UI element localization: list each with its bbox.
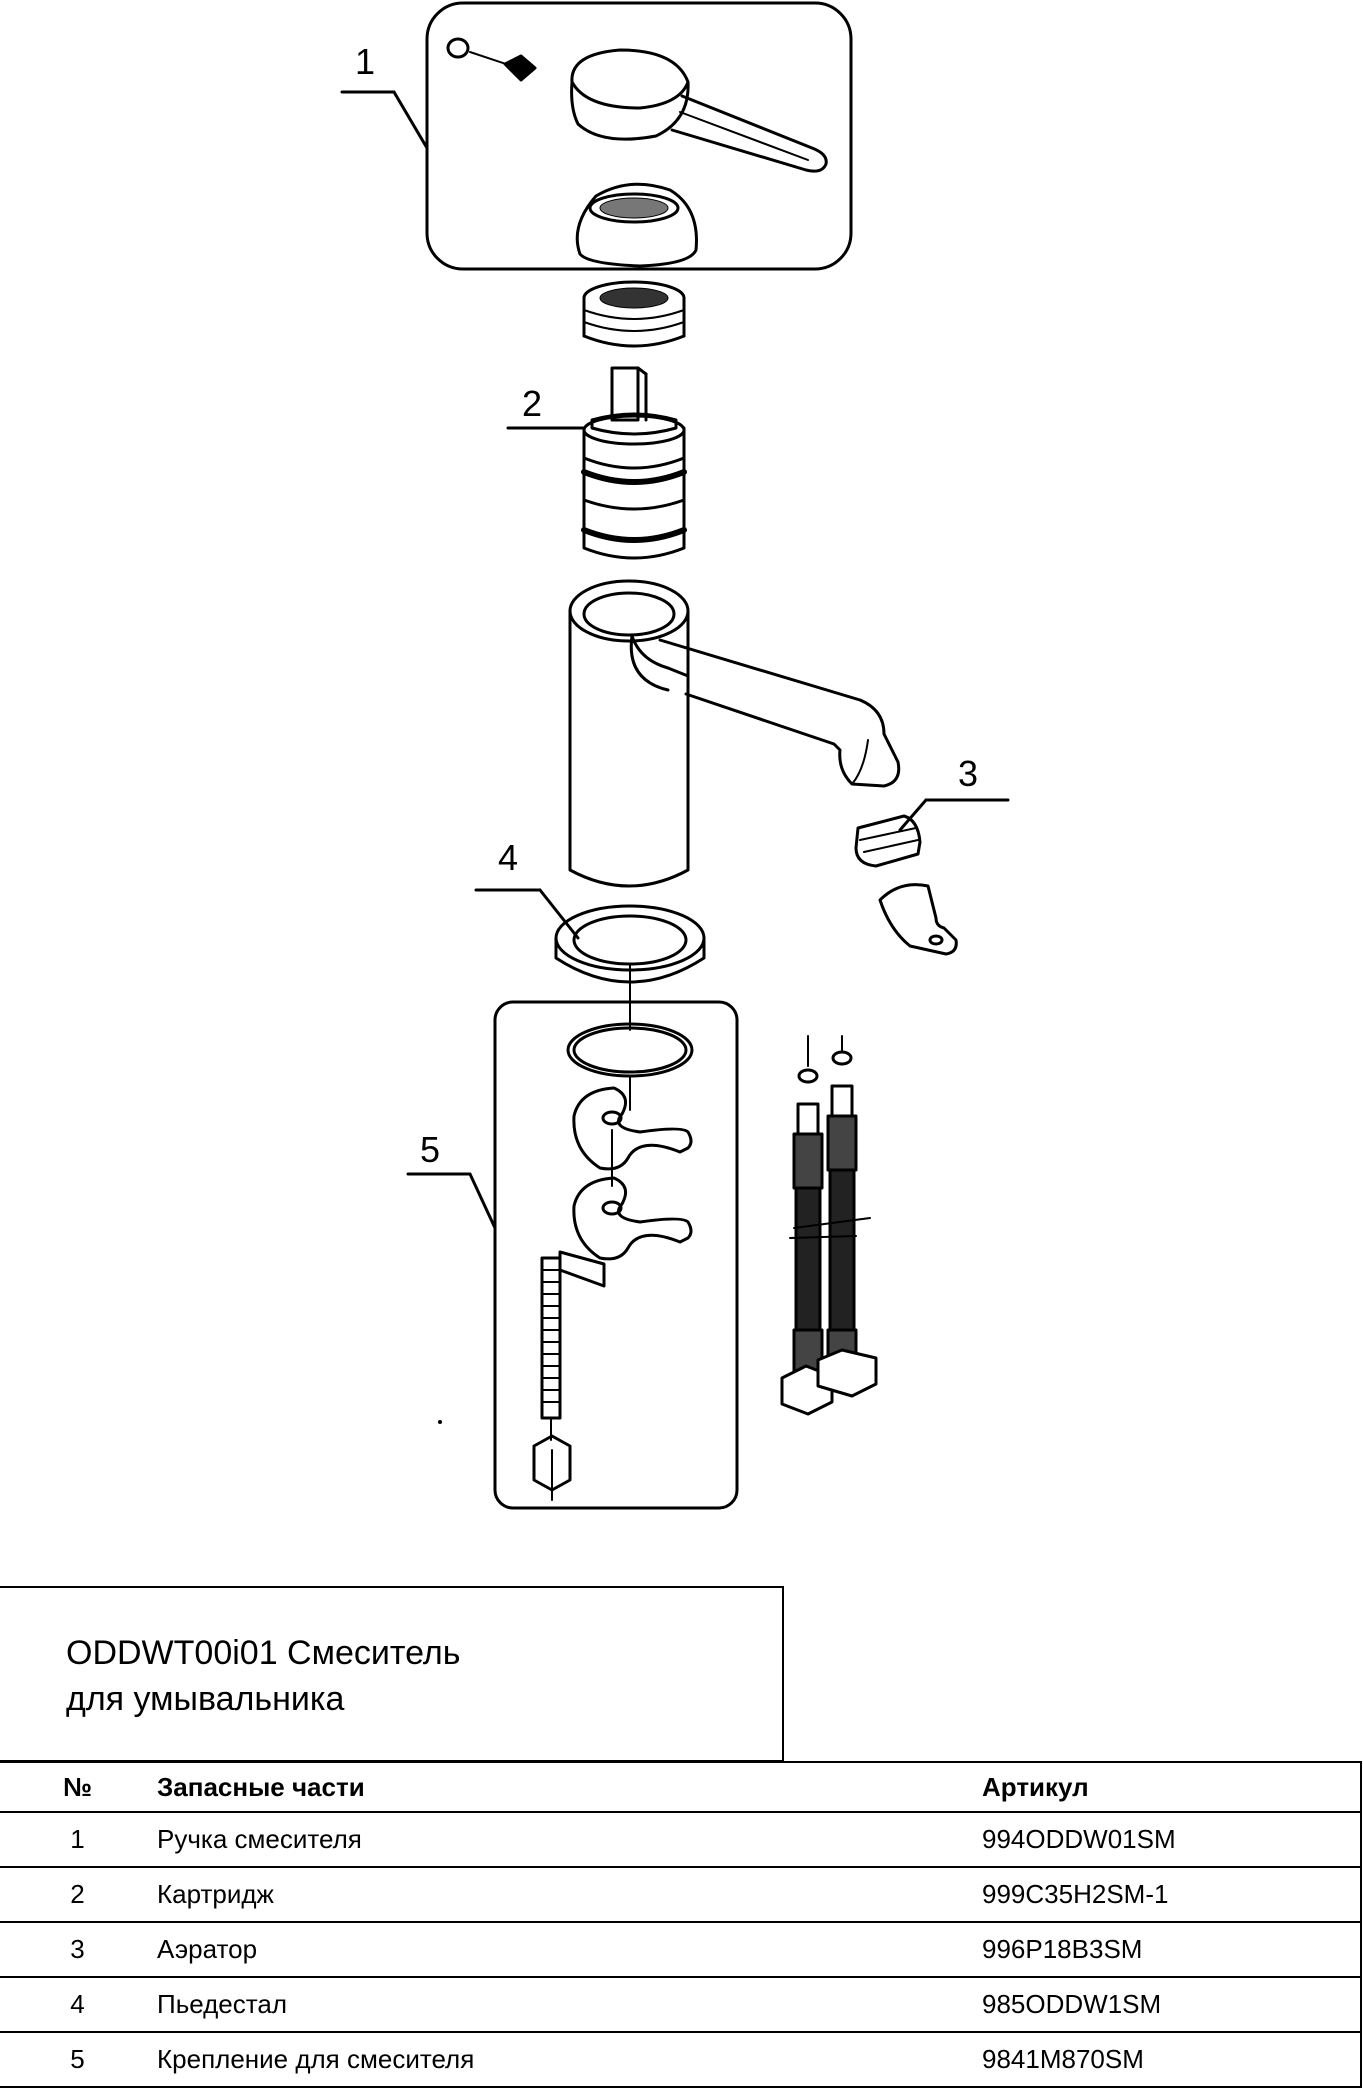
row-article: 996P18B3SM xyxy=(982,1921,1362,1978)
product-title-line1: ODDWT00i01 Смеситель xyxy=(66,1634,461,1672)
spare-parts-table: № Запасные части Артикул 1 Ручка смесите… xyxy=(0,1761,1362,2088)
header-name: Запасные части xyxy=(155,1761,982,1813)
part-5-mounting-kit xyxy=(493,1000,739,1510)
row-number: 1 xyxy=(0,1811,155,1868)
table-row: 3 Аэратор 996P18B3SM xyxy=(0,1921,1362,1978)
part-1-handle-group xyxy=(425,1,853,271)
row-name: Картридж xyxy=(155,1866,982,1923)
row-article: 985ODDW1SM xyxy=(982,1976,1362,2033)
row-number: 2 xyxy=(0,1866,155,1923)
row-name: Ручка смесителя xyxy=(155,1811,982,1868)
row-number: 5 xyxy=(0,2031,155,2088)
row-article: 9841M870SM xyxy=(982,2031,1362,2088)
table-row: 1 Ручка смесителя 994ODDW01SM xyxy=(0,1811,1362,1868)
callout-5: 5 xyxy=(420,1129,440,1170)
row-article: 999C35H2SM-1 xyxy=(982,1866,1362,1923)
row-name: Аэратор xyxy=(155,1921,982,1978)
callout-1: 1 xyxy=(355,41,375,82)
flexible-hoses xyxy=(780,1035,878,1416)
product-title-line2: для умывальника xyxy=(66,1680,345,1718)
exploded-parts-diagram: 1 2 xyxy=(340,1,1010,1510)
callout-4: 4 xyxy=(498,837,518,878)
part-2-cartridge xyxy=(581,366,687,560)
callout-3: 3 xyxy=(958,753,978,794)
header-number: № xyxy=(0,1761,155,1813)
table-row: 2 Картридж 999C35H2SM-1 xyxy=(0,1866,1362,1923)
row-number: 4 xyxy=(0,1976,155,2033)
table-header-row: № Запасные части Артикул xyxy=(0,1761,1362,1813)
title-box: ODDWT00i01 Смеситель для умывальника xyxy=(0,1586,784,1762)
row-number: 3 xyxy=(0,1921,155,1978)
callout-2: 2 xyxy=(522,383,542,424)
part-3-aerator xyxy=(854,814,958,956)
faucet-body xyxy=(568,579,901,888)
nut-ring xyxy=(582,280,686,348)
row-article: 994ODDW01SM xyxy=(982,1811,1362,1868)
product-title: ODDWT00i01 Смеситель для умывальника xyxy=(66,1630,460,1722)
part-4-pedestal xyxy=(554,904,706,1031)
table-row: 5 Крепление для смесителя 9841M870SM xyxy=(0,2031,1362,2088)
row-name: Пьедестал xyxy=(155,1976,982,2033)
row-name: Крепление для смесителя xyxy=(155,2031,982,2088)
table-row: 4 Пьедестал 985ODDW1SM xyxy=(0,1976,1362,2033)
header-article: Артикул xyxy=(982,1761,1362,1813)
